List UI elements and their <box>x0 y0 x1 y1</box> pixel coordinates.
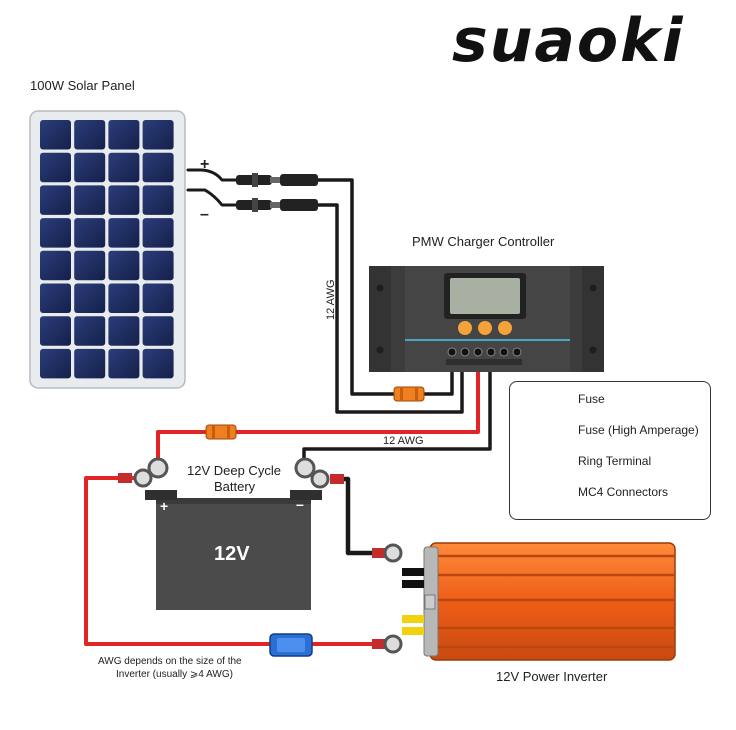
battery-negative-sign: – <box>296 496 304 512</box>
solar-panel <box>29 110 186 389</box>
solar-cell <box>74 348 106 379</box>
solar-cell <box>74 185 106 215</box>
solar-cell <box>74 218 106 248</box>
battery-negative-wire <box>302 364 492 464</box>
controller-lcd-screen <box>444 273 526 319</box>
battery-positive-sign: + <box>160 498 169 514</box>
solar-cell <box>108 185 140 215</box>
fuse-pv <box>393 386 425 402</box>
brand-logo: suaoki <box>452 6 685 76</box>
inverter-positive-wire <box>84 476 272 646</box>
solar-cell <box>40 185 71 215</box>
solar-cell <box>108 348 140 379</box>
solar-cell <box>108 120 140 150</box>
controller-terminals <box>446 347 522 365</box>
controller-label: PMW Charger Controller <box>412 234 555 249</box>
pv-negative-wire <box>316 203 464 414</box>
panel-positive-lead <box>186 168 240 182</box>
panel-negative-lead <box>186 188 240 207</box>
solar-cell <box>74 316 106 346</box>
solar-cell <box>40 283 71 313</box>
solar-cell <box>74 120 106 150</box>
solar-cell <box>108 218 140 248</box>
battery <box>145 490 322 610</box>
panel-positive-sign: + <box>200 156 210 173</box>
solar-cell <box>142 218 174 248</box>
solar-cell <box>142 316 174 346</box>
inverter-negative-wire <box>335 476 375 556</box>
pv-positive-wire-2 <box>422 364 454 396</box>
solar-cell <box>40 218 71 248</box>
legend-box <box>509 381 711 520</box>
solar-cell <box>40 348 71 379</box>
battery-title-line1: 12V Deep Cycle <box>187 463 281 478</box>
solar-cell <box>108 250 140 281</box>
battery-title-line2: Battery <box>214 479 256 494</box>
mc4-connector-negative <box>236 198 318 212</box>
high-amperage-fuse <box>269 633 313 657</box>
solar-cell <box>108 283 140 313</box>
solar-cell <box>40 316 71 346</box>
controller-button <box>478 321 492 335</box>
pv-positive-wire <box>316 178 396 396</box>
solar-cell <box>74 283 106 313</box>
legend-item-mc4-connectors: MC4 Connectors <box>578 485 669 499</box>
solar-cell <box>108 316 140 346</box>
solar-cell <box>142 283 174 313</box>
solar-cell <box>74 250 106 281</box>
solar-cell <box>40 250 71 281</box>
awg-horizontal-label: 12 AWG <box>383 435 424 447</box>
ring-terminal <box>372 634 403 654</box>
ring-terminal <box>372 543 403 563</box>
panel-negative-sign: – <box>200 206 209 223</box>
awg-note-line1: AWG depends on the size of the <box>98 656 242 667</box>
battery-voltage-label: 12V <box>214 543 250 565</box>
mc4-connector-positive <box>236 173 318 187</box>
ring-terminal <box>294 457 344 489</box>
solar-cell <box>142 185 174 215</box>
solar-panel-label: 100W Solar Panel <box>30 78 135 93</box>
controller-button <box>498 321 512 335</box>
charge-controller <box>369 266 604 372</box>
solar-cells <box>40 120 174 379</box>
solar-cell <box>74 152 106 183</box>
legend-item-fuse: Fuse <box>578 392 605 406</box>
legend-item-ring-terminal: Ring Terminal <box>578 454 652 468</box>
solar-cell <box>40 152 71 183</box>
ring-terminal <box>118 457 169 488</box>
solar-cell <box>142 250 174 281</box>
solar-cell <box>108 152 140 183</box>
battery-positive-wire-2 <box>156 430 208 462</box>
legend-item-high-amperage-fuse: Fuse (High Amperage) <box>578 423 699 437</box>
awg-note-line2: Inverter (usually ⩾4 AWG) <box>116 669 233 680</box>
inverter-label: 12V Power Inverter <box>496 669 608 684</box>
fuse-battery <box>205 424 237 440</box>
solar-cell <box>142 348 174 379</box>
solar-cell <box>142 120 174 150</box>
battery-positive-wire <box>233 364 480 434</box>
wiring <box>84 168 492 646</box>
awg-vertical-label: 12 AWG <box>325 279 337 320</box>
power-inverter <box>402 542 676 661</box>
controller-button <box>458 321 472 335</box>
solar-cell <box>142 152 174 183</box>
solar-cell <box>40 120 71 150</box>
